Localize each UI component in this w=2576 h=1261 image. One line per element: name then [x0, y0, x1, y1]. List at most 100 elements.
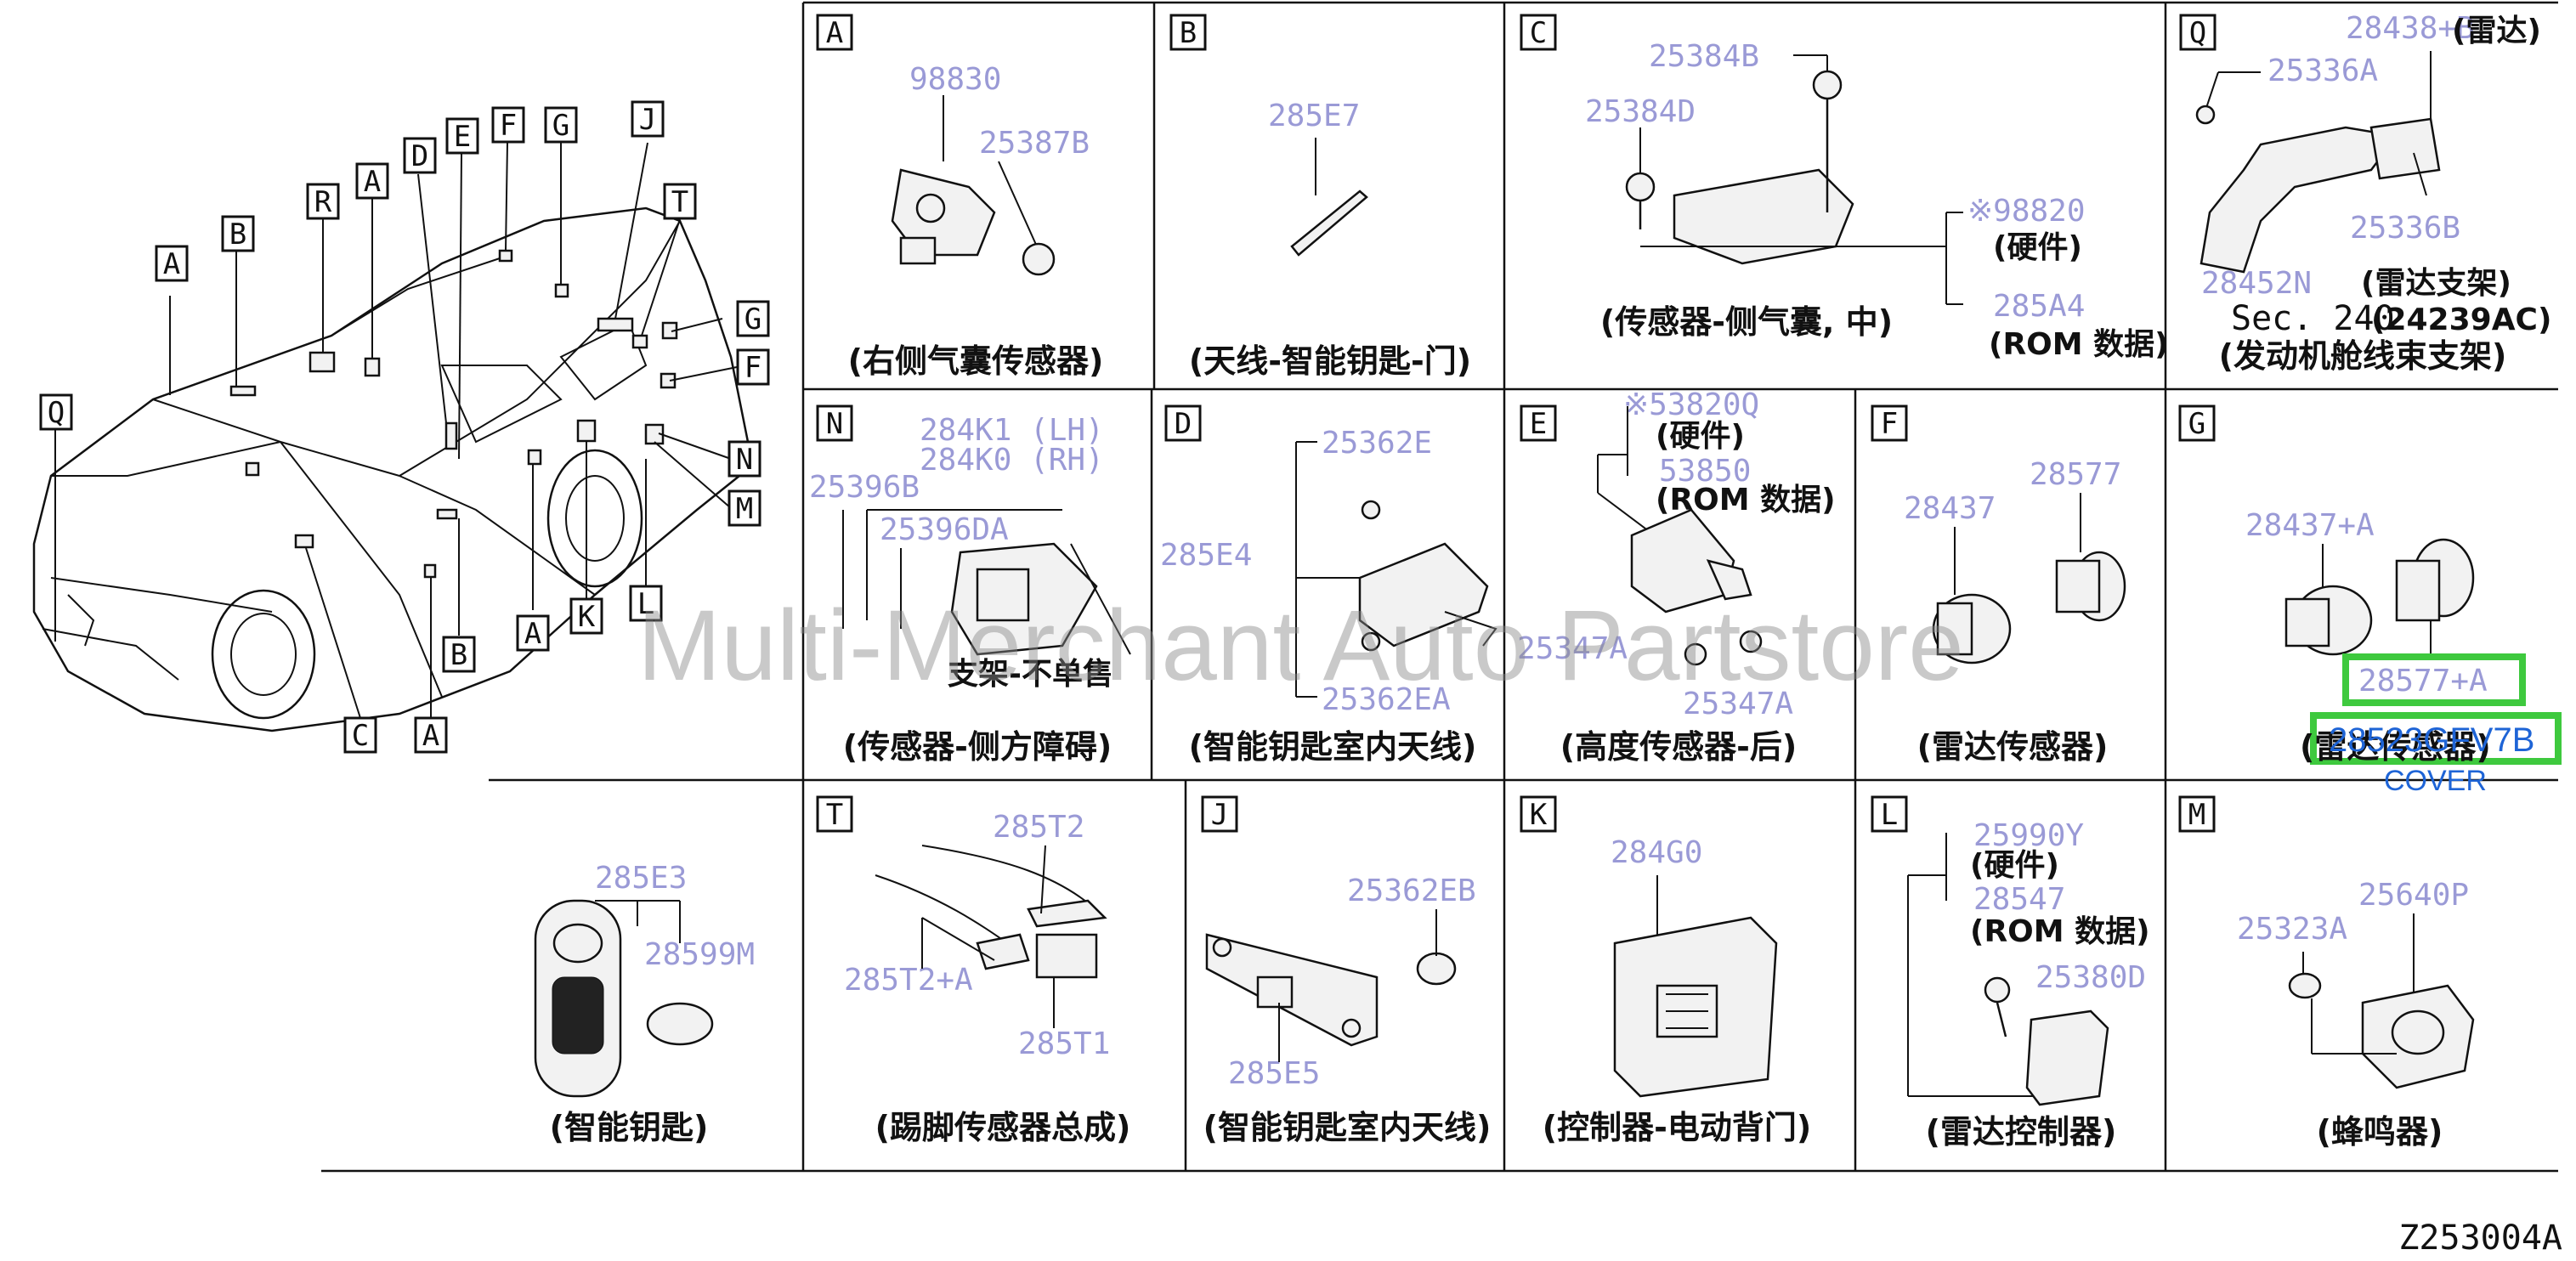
panel-g: G 28437+A 28577+A (雷达传感器) 28523GFV7B COV…	[2178, 404, 2562, 797]
panel-letter: E	[1530, 407, 1547, 441]
panel-letter: A	[826, 16, 843, 50]
panel-letter: N	[826, 407, 843, 441]
part-number: ※98820	[1967, 194, 2086, 229]
panel-l: L 25990Y (硬件) 28547 (ROM 数据) 25380D (雷达控…	[1871, 795, 2150, 1151]
airbag-sensor-icon	[891, 168, 1056, 276]
panel-caption: (雷达传感器)	[1917, 728, 2109, 766]
antenna-icon	[1290, 189, 1368, 257]
panel-letter: F	[1881, 407, 1898, 441]
panel-b: B 285E7 (天线-智能钥匙-门)	[1169, 14, 1471, 380]
part-number: 98830	[909, 62, 1001, 97]
part-number: 28437+A	[2245, 508, 2375, 543]
part-number: 25347A	[1683, 687, 1793, 721]
indoor-antenna-bracket-icon	[1205, 933, 1457, 1047]
part-note: (雷达支架)	[2361, 266, 2511, 301]
buzzer-icon	[2288, 972, 2475, 1089]
panel-m: M 25640P 25323A (蜂鸣器)	[2178, 795, 2475, 1151]
side-obstacle-sensor-icon	[950, 542, 1131, 656]
panel-letter: L	[1881, 798, 1898, 832]
panel-caption: (智能钥匙室内天线)	[1189, 728, 1477, 766]
callout-b: B	[450, 638, 467, 672]
callout-e: E	[454, 120, 471, 154]
vehicle-overview: Q A B R A D E F G J T G F N M L K A B C …	[32, 100, 770, 754]
callout-b: B	[229, 218, 246, 252]
part-number: 285A4	[1993, 289, 2085, 324]
radar-sensor-icon	[2284, 538, 2475, 656]
part-note: (硬件)	[1970, 848, 2059, 883]
height-sensor-icon	[1630, 508, 1763, 666]
callout-q: Q	[48, 396, 65, 430]
part-number: 53850	[1659, 454, 1751, 489]
part-number: 285T2+A	[844, 963, 973, 998]
panel-caption: (雷达传感器)	[2300, 728, 2491, 766]
part-number: 28547	[1973, 882, 2065, 917]
panel-letter: C	[1530, 16, 1547, 50]
part-number: 28452N	[2201, 266, 2312, 301]
panel-e: E ※53820Q (硬件) 53850 (ROM 数据) 25347A 253…	[1517, 387, 1836, 766]
part-number: ※53820Q	[1623, 387, 1759, 422]
callout-a: A	[422, 719, 439, 753]
panel-letter: T	[826, 798, 843, 832]
callout-g: G	[744, 303, 761, 336]
indoor-antenna-icon	[1358, 500, 1497, 652]
part-number: 285E4	[1160, 538, 1252, 573]
callout-t: T	[671, 185, 688, 219]
panel-caption: (蜂鸣器)	[2317, 1113, 2443, 1151]
diagram-id: Z253004A	[2398, 1219, 2562, 1258]
part-number: 25990Y	[1973, 818, 2084, 853]
callout-r: R	[314, 185, 332, 219]
radar-bracket-icon	[2195, 105, 2441, 274]
panel-intelligent-key: 285E3 28599M (智能钥匙)	[534, 861, 755, 1146]
part-note: (雷达)	[2452, 14, 2541, 48]
part-number: 28438+B	[2346, 11, 2475, 46]
part-number: 25336A	[2267, 54, 2378, 88]
side-airbag-sensor-icon	[1625, 70, 1854, 265]
grid-lines	[321, 1, 2558, 1173]
car-callout-labels: Q A B R A D E F G J T G F N M L K A B C …	[39, 100, 770, 754]
section-ref: Sec. 240	[2231, 299, 2395, 338]
part-note: (ROM 数据)	[1656, 483, 1836, 517]
part-number: 25362EA	[1322, 682, 1451, 717]
part-number: 28599M	[644, 937, 755, 972]
panel-d: D 25362E 285E4 25362EA (智能钥匙室内天线)	[1160, 404, 1497, 766]
panel-caption: (天线-智能钥匙-门)	[1189, 342, 1471, 380]
callout-f: F	[500, 109, 517, 143]
part-number: 25384B	[1649, 39, 1759, 74]
panel-caption: (智能钥匙室内天线)	[1203, 1109, 1492, 1146]
callout-m: M	[736, 492, 753, 526]
callout-a: A	[524, 617, 541, 651]
callout-j: J	[639, 103, 656, 137]
callout-l: L	[637, 587, 654, 621]
callout-a: A	[163, 247, 180, 281]
panel-caption: (控制器-电动背门)	[1543, 1109, 1812, 1146]
panel-letter: K	[1530, 798, 1548, 832]
cover-label: COVER	[2384, 765, 2487, 797]
panel-q: Q 28438+B (雷达) 25336A 25336B 28452N (雷达支…	[2179, 11, 2551, 375]
kick-sensor-icon	[875, 845, 1107, 979]
callout-a: A	[364, 165, 381, 199]
panel-letter: J	[1211, 798, 1228, 832]
watermark: Multi-Merchant Auto Partstore	[637, 590, 1964, 702]
callout-f: F	[744, 351, 761, 385]
panel-t: T 285T2 285T2+A 285T1 (踢脚传感器总成)	[816, 795, 1130, 1146]
panel-a: A 98830 25387B (右侧气囊传感器)	[816, 14, 1103, 380]
part-note: (硬件)	[1993, 230, 2082, 265]
highlight-box	[2310, 712, 2562, 765]
part-note: (ROM 数据)	[1989, 327, 2169, 362]
part-number: 25640P	[2358, 878, 2469, 913]
power-tailgate-controller-icon	[1613, 916, 1778, 1098]
part-number: 25323A	[2237, 912, 2347, 947]
part-number: 28577	[2030, 457, 2121, 492]
part-number: 25336B	[2350, 211, 2460, 246]
part-number[interactable]: 28523GFV7B	[2329, 721, 2534, 759]
panel-letter: M	[2188, 798, 2205, 832]
panel-caption: (发动机舱线束支架)	[2219, 337, 2507, 375]
panel-caption: (智能钥匙)	[550, 1109, 709, 1146]
part-number: 25362EB	[1347, 874, 1476, 908]
part-number: 284G0	[1611, 835, 1702, 870]
part-note: (24239AC)	[2371, 303, 2551, 337]
part-number: 25387B	[979, 126, 1090, 161]
callout-n: N	[736, 443, 753, 477]
callout-d: D	[411, 139, 428, 173]
panel-letter: G	[2188, 407, 2205, 441]
